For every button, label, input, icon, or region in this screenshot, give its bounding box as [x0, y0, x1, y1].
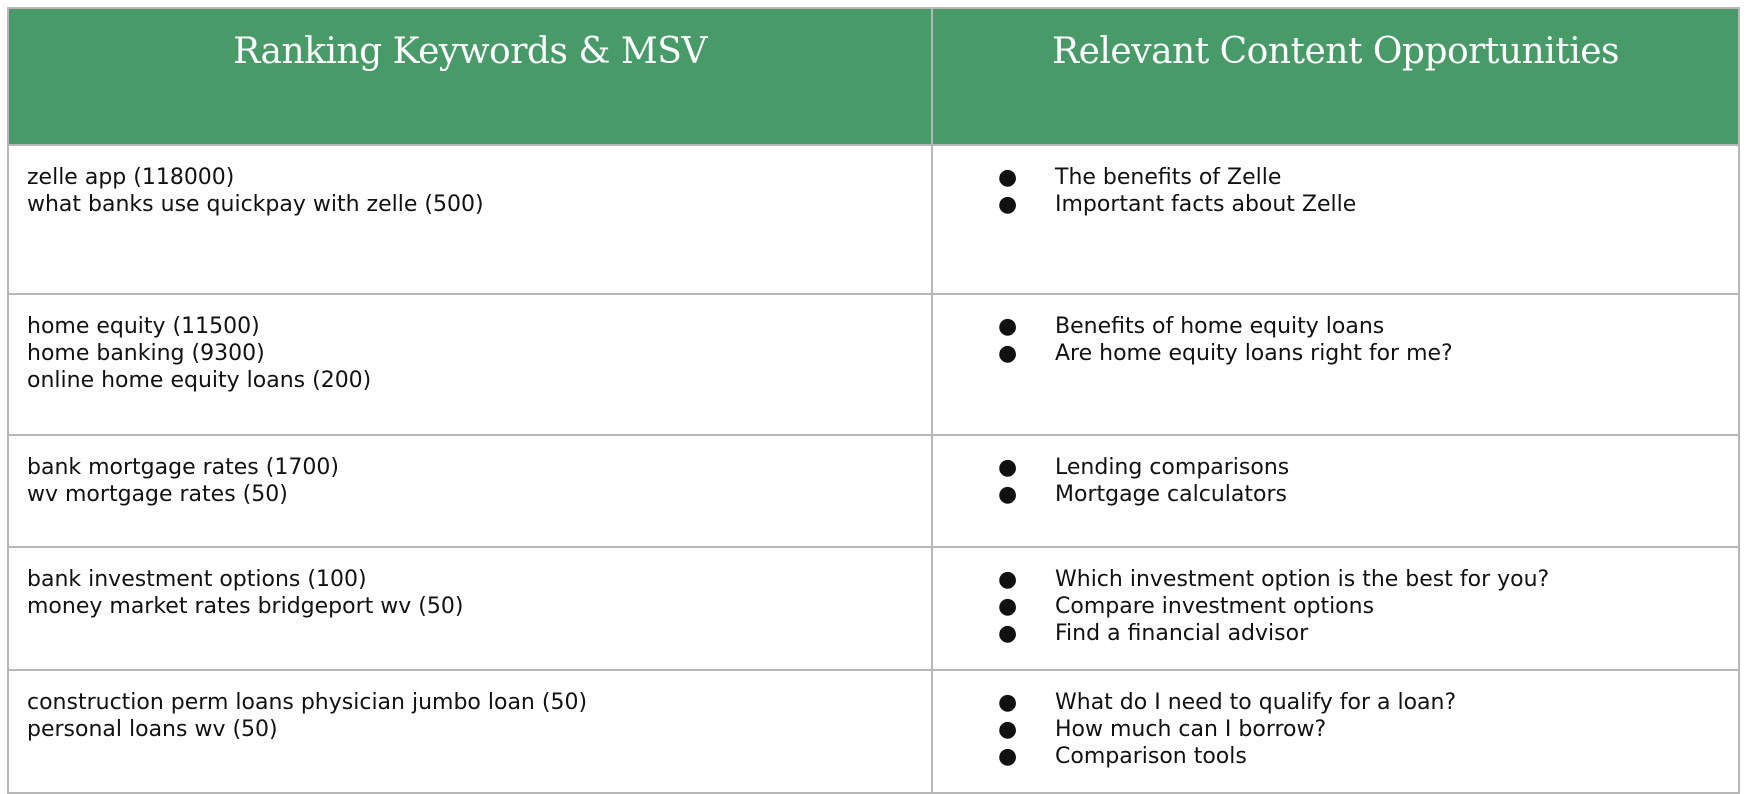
- opportunity-text: Find a financial advisor: [1055, 621, 1309, 646]
- opportunity-text: Are home equity loans right for me?: [1055, 341, 1453, 366]
- list-item: ● Which investment option is the best for…: [998, 566, 1720, 593]
- opportunities-list: ● Which investment option is the best for…: [951, 566, 1720, 647]
- opportunities-cell: ● What do I need to qualify for a loan? ●…: [931, 669, 1740, 794]
- opportunities-list: ● The benefits of Zelle ● Important facts …: [951, 164, 1720, 218]
- table-row: bank mortgage rates (1700) wv mortgage r…: [7, 434, 1740, 548]
- bullet-icon: ●: [998, 192, 1018, 217]
- bullet-icon: ●: [998, 690, 1018, 715]
- opportunity-text: How much can I borrow?: [1055, 717, 1327, 742]
- list-item: ● Comparison tools: [998, 743, 1720, 770]
- keyword-opportunities-table: Ranking Keywords & MSV Relevant Content …: [7, 7, 1740, 794]
- keywords-cell: construction perm loans physician jumbo …: [7, 669, 933, 794]
- opportunities-cell: ● The benefits of Zelle ● Important facts …: [931, 144, 1740, 295]
- list-item: ● The benefits of Zelle: [998, 164, 1720, 191]
- table-header: Ranking Keywords & MSV Relevant Content …: [7, 7, 1740, 146]
- opportunities-list: ● Lending comparisons ● Mortgage calculato…: [951, 454, 1720, 508]
- opportunities-cell: ● Which investment option is the best for…: [931, 546, 1740, 671]
- opportunities-cell: ● Benefits of home equity loans ● Are home…: [931, 293, 1740, 436]
- header-ranking-keywords: Ranking Keywords & MSV: [7, 7, 933, 146]
- opportunity-text: Important facts about Zelle: [1055, 192, 1357, 217]
- list-item: ● Find a financial advisor: [998, 620, 1720, 647]
- bullet-icon: ●: [998, 341, 1018, 366]
- keywords-cell: home equity (11500) home banking (9300) …: [7, 293, 933, 436]
- keywords-cell: zelle app (118000) what banks use quickp…: [7, 144, 933, 295]
- opportunity-text: Benefits of home equity loans: [1055, 314, 1385, 339]
- keyword-line: construction perm loans physician jumbo …: [27, 690, 588, 715]
- list-item: ● Compare investment options: [998, 593, 1720, 620]
- bullet-icon: ●: [998, 567, 1018, 592]
- opportunity-text: The benefits of Zelle: [1055, 165, 1282, 190]
- opportunity-text: Lending comparisons: [1055, 455, 1290, 480]
- opportunities-list: ● Benefits of home equity loans ● Are home…: [951, 313, 1720, 367]
- keyword-line: wv mortgage rates (50): [27, 482, 288, 507]
- keywords-cell: bank investment options (100) money mark…: [7, 546, 933, 671]
- header-row: Ranking Keywords & MSV Relevant Content …: [7, 7, 1740, 146]
- keyword-line: bank investment options (100): [27, 567, 367, 592]
- list-item: ● How much can I borrow?: [998, 716, 1720, 743]
- bullet-icon: ●: [998, 744, 1018, 769]
- keyword-line: home equity (11500): [27, 314, 260, 339]
- keyword-line: what banks use quickpay with zelle (500): [27, 192, 484, 217]
- keyword-line: home banking (9300): [27, 341, 265, 366]
- list-item: ● Are home equity loans right for me?: [998, 340, 1720, 367]
- bullet-icon: ●: [998, 594, 1018, 619]
- list-item: ● Lending comparisons: [998, 454, 1720, 481]
- opportunity-text: Compare investment options: [1055, 594, 1375, 619]
- bullet-icon: ●: [998, 717, 1018, 742]
- table-row: zelle app (118000) what banks use quickp…: [7, 144, 1740, 295]
- keyword-line: bank mortgage rates (1700): [27, 455, 339, 480]
- bullet-icon: ●: [998, 482, 1018, 507]
- table-body: zelle app (118000) what banks use quickp…: [7, 144, 1740, 794]
- list-item: ● Important facts about Zelle: [998, 191, 1720, 218]
- bullet-icon: ●: [998, 621, 1018, 646]
- table-row: home equity (11500) home banking (9300) …: [7, 293, 1740, 436]
- keyword-line: money market rates bridgeport wv (50): [27, 594, 464, 619]
- opportunity-text: Mortgage calculators: [1055, 482, 1287, 507]
- bullet-icon: ●: [998, 165, 1018, 190]
- keyword-line: personal loans wv (50): [27, 717, 278, 742]
- bullet-icon: ●: [998, 314, 1018, 339]
- keyword-line: zelle app (118000): [27, 165, 235, 190]
- table-row: construction perm loans physician jumbo …: [7, 669, 1740, 794]
- opportunities-cell: ● Lending comparisons ● Mortgage calculato…: [931, 434, 1740, 548]
- list-item: ● Mortgage calculators: [998, 481, 1720, 508]
- header-content-opportunities: Relevant Content Opportunities: [931, 7, 1740, 146]
- keywords-cell: bank mortgage rates (1700) wv mortgage r…: [7, 434, 933, 548]
- opportunities-list: ● What do I need to qualify for a loan? ●…: [951, 689, 1720, 770]
- list-item: ● What do I need to qualify for a loan?: [998, 689, 1720, 716]
- opportunity-text: Which investment option is the best for …: [1055, 567, 1550, 592]
- opportunity-text: What do I need to qualify for a loan?: [1055, 690, 1457, 715]
- bullet-icon: ●: [998, 455, 1018, 480]
- list-item: ● Benefits of home equity loans: [998, 313, 1720, 340]
- table-row: bank investment options (100) money mark…: [7, 546, 1740, 671]
- opportunity-text: Comparison tools: [1055, 744, 1247, 769]
- keyword-line: online home equity loans (200): [27, 368, 372, 393]
